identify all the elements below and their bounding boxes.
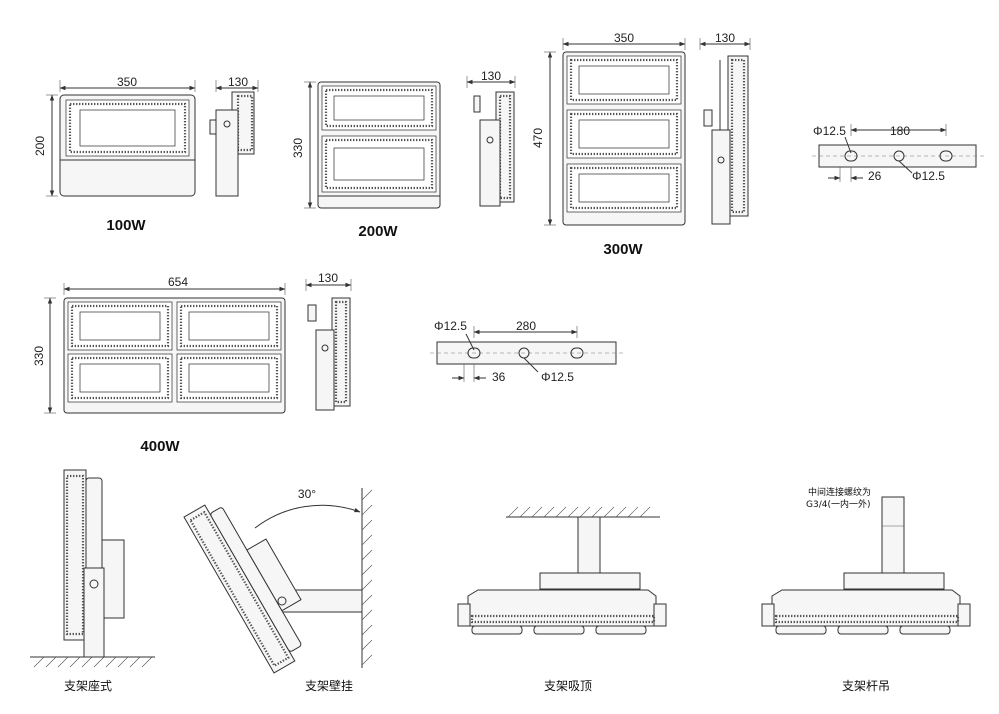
bracket-180-spacing: 180 [890, 124, 910, 138]
model-300w-front-view [544, 38, 686, 226]
bracket-180-drawing [812, 124, 984, 182]
w200-label: 200W [358, 223, 398, 240]
model-400w-front-view [44, 283, 286, 414]
w300-height-dimension: 470 [531, 128, 545, 148]
model-200w-side-view [466, 76, 516, 207]
w200-height-dimension: 330 [291, 138, 305, 158]
w100-label: 100W [106, 217, 146, 234]
model-400w-side-view [305, 279, 352, 411]
w200-depth-dimension: 130 [481, 69, 501, 83]
bracket-280-hole-right: Φ12.5 [541, 370, 574, 384]
w400-height-dimension: 330 [32, 346, 46, 366]
mount-pole-drawing [761, 496, 971, 635]
mount-ceiling-caption: 支架吸顶 [544, 679, 592, 693]
mount-pole-caption: 支架杆吊 [842, 679, 890, 693]
mount-floor-caption: 支架座式 [64, 678, 112, 693]
w400-label: 400W [140, 438, 180, 455]
w300-width-dimension: 350 [614, 31, 634, 45]
bracket-280-offset: 36 [492, 370, 506, 384]
w300-depth-dimension: 130 [715, 31, 735, 45]
mount-pole-thread-note-1: 中间连接螺纹为 [808, 486, 871, 498]
model-200w-front-view [304, 81, 441, 209]
w100-height-dimension: 200 [33, 136, 47, 156]
bracket-280-hole-left: Φ12.5 [434, 319, 467, 333]
mount-wall-drawing [183, 488, 373, 674]
w400-depth-dimension: 130 [318, 271, 338, 285]
model-300w-side-view [699, 38, 751, 225]
bracket-280-spacing: 280 [516, 319, 536, 333]
w100-width-dimension: 350 [117, 75, 137, 89]
w400-width-dimension: 654 [168, 275, 188, 289]
w100-depth-dimension: 130 [228, 75, 248, 89]
mount-floor-drawing [30, 469, 155, 668]
mount-wall-angle: 30° [298, 487, 316, 501]
model-100w-front-view [46, 80, 196, 197]
mount-ceiling-drawing [457, 506, 667, 635]
bracket-180-hole-right: Φ12.5 [912, 169, 945, 183]
bracket-180-hole-left: Φ12.5 [813, 124, 846, 138]
mount-pole-thread-note-2: G3/4(一内一外) [806, 498, 870, 510]
model-100w-side-view [209, 80, 259, 197]
bracket-180-offset: 26 [868, 169, 882, 183]
mount-wall-caption: 支架壁挂 [305, 678, 353, 693]
bracket-280-drawing [430, 326, 624, 382]
w300-label: 300W [603, 241, 643, 258]
